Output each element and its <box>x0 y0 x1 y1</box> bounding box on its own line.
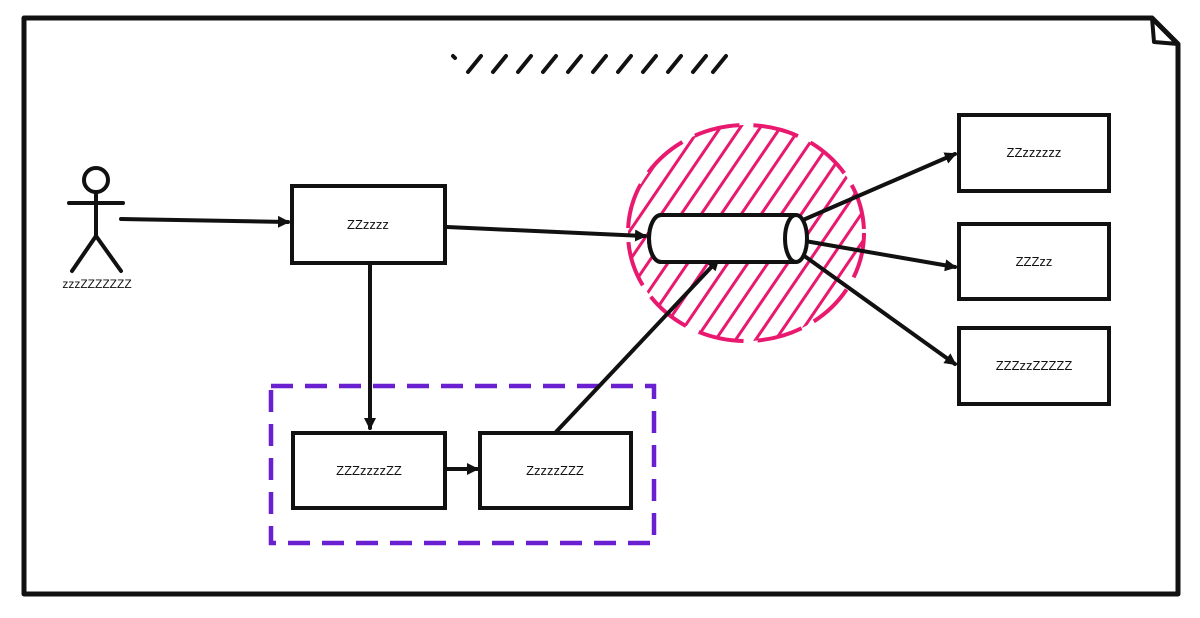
node-out-bottom-label: ZZZzzZZZZZ <box>996 358 1073 373</box>
arrow-actor-to-entry <box>119 215 290 228</box>
node-out-top[interactable]: ZZzzzzzz <box>957 113 1111 193</box>
node-group-right-label: ZzzzzZZZ <box>526 463 584 478</box>
node-group-left[interactable]: ZZZzzzzZZ <box>291 431 447 510</box>
arrow-group-right-to-queue <box>554 258 720 434</box>
node-entry-label: ZZzzzz <box>347 217 389 232</box>
node-out-bottom[interactable]: ZZZzzZZZZZ <box>957 326 1111 406</box>
diagram-frame <box>21 15 1181 597</box>
arrow-entry-to-queue <box>445 225 647 242</box>
scribble-title-icon <box>451 54 728 74</box>
arrow-queue-to-out-middle <box>803 239 957 272</box>
node-out-top-label: ZZzzzzzz <box>1007 145 1062 160</box>
node-group-left-label: ZZZzzzzZZ <box>336 463 402 478</box>
node-out-middle-label: ZZZzz <box>1016 254 1053 269</box>
cylinder-queue-icon <box>647 213 809 264</box>
group-boundary <box>268 383 657 546</box>
arrow-queue-to-out-top <box>801 152 957 222</box>
node-group-right[interactable]: ZzzzzZZZ <box>478 431 633 510</box>
stick-figure-icon <box>67 166 125 273</box>
node-out-middle[interactable]: ZZZzz <box>957 222 1111 301</box>
actor: zzzZZZZZZZ <box>62 166 132 291</box>
actor-label: zzzZZZZZZZ <box>62 277 131 291</box>
node-entry[interactable]: ZZzzzz <box>290 184 447 265</box>
connectors <box>119 152 957 475</box>
arrow-queue-to-out-bottom <box>801 253 957 366</box>
